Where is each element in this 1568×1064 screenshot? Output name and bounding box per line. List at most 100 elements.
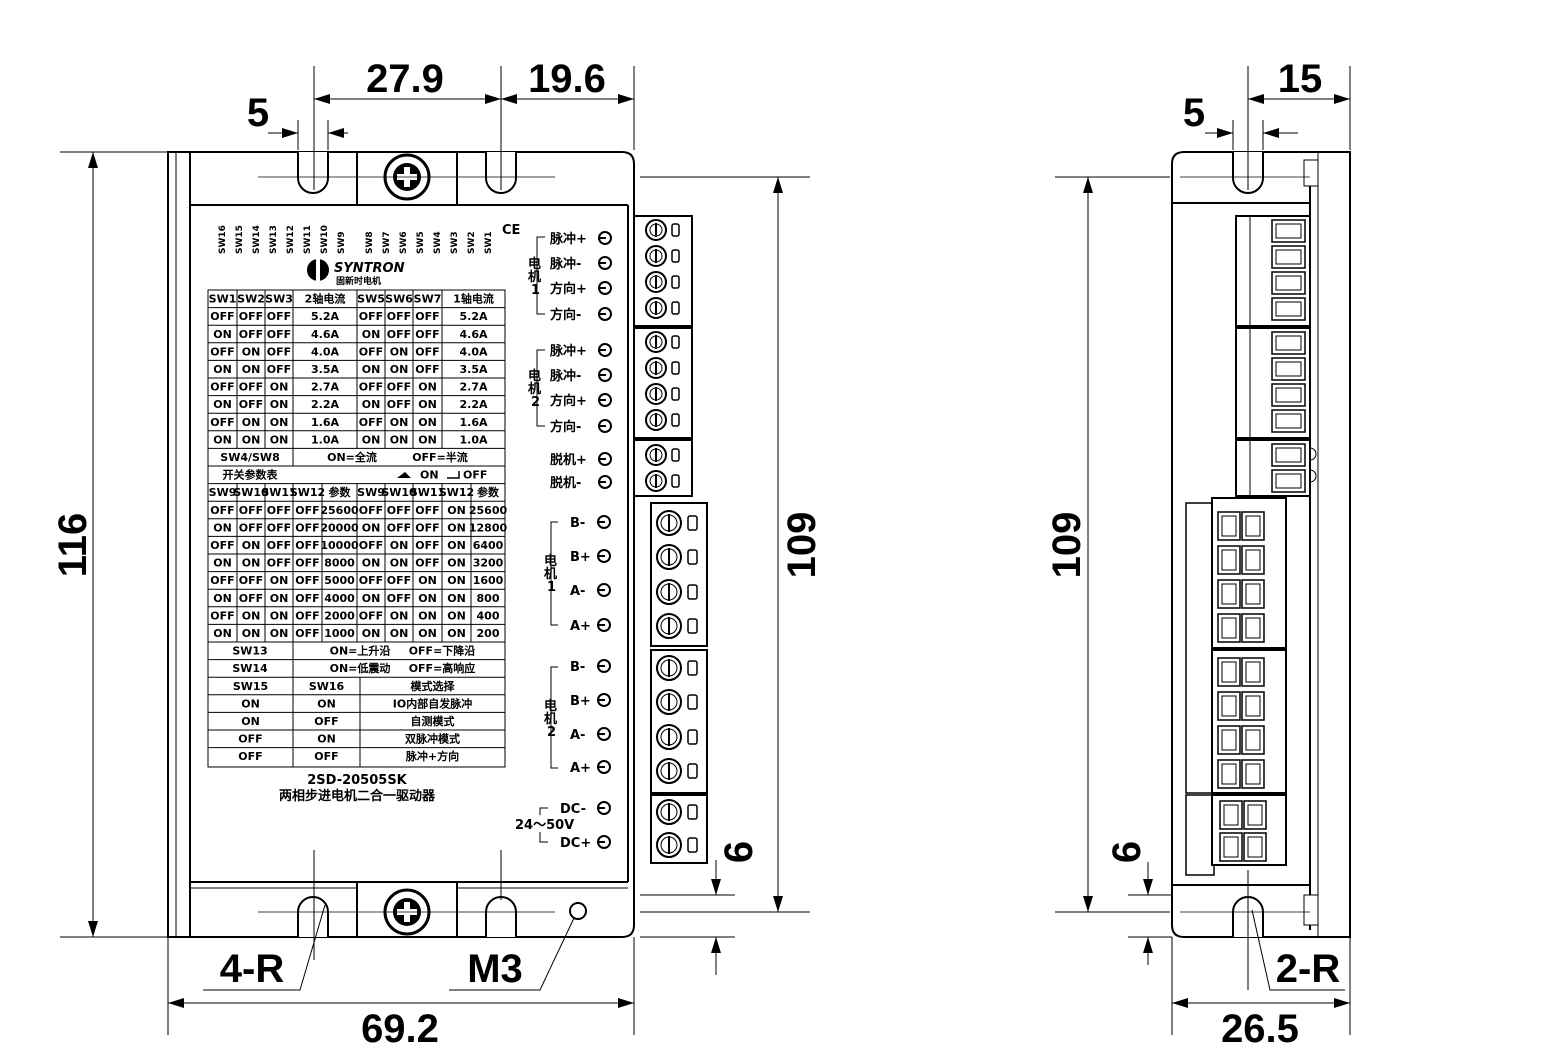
table-cell: ON [213, 328, 232, 341]
pin-label: DC- [560, 802, 586, 817]
table-cell: ON [362, 328, 381, 341]
table-cell: ON [270, 627, 289, 640]
table-cell: OFF [267, 521, 291, 534]
table-header-cell: SW1 [209, 293, 237, 306]
table-cell: OFF [267, 504, 291, 517]
table-cell: OFF [210, 381, 234, 394]
table-cell: 200 [477, 627, 500, 640]
table-cell: ON=全流 [327, 450, 377, 464]
table-cell: ON [418, 381, 437, 394]
table-cell: OFF [314, 715, 338, 728]
table-cell: ON [390, 345, 409, 358]
ce-mark: CE [502, 223, 520, 238]
table-cell: IO内部自发脉冲 [393, 696, 472, 710]
table-header-cell: SW9 [209, 486, 237, 499]
table-header-cell: SW12 [439, 486, 474, 499]
table-cell: 8000 [324, 557, 355, 570]
table-header-cell: SW5 [357, 293, 385, 306]
table-cell: SW13 [232, 645, 267, 658]
table-cell: OFF [387, 574, 411, 587]
pin-label: 脉冲+ [549, 231, 587, 247]
dim-side-radius: 2-R [1276, 947, 1341, 991]
table-cell: 20000 [320, 521, 359, 534]
switch-name: SW7 [382, 231, 392, 254]
table-cell: OFF [415, 521, 439, 534]
table-cell: ON [242, 345, 261, 358]
table-cell: ON [242, 557, 261, 570]
switch-name: SW3 [450, 231, 460, 254]
table-cell: ON [447, 539, 466, 552]
table-cell: OFF [267, 539, 291, 552]
front-arrows [88, 94, 783, 1008]
table-cell: OFF [210, 416, 234, 429]
switch-name: SW4 [433, 231, 443, 254]
pin-label: DC+ [560, 836, 591, 851]
table-cell: ON [418, 609, 437, 622]
dim-side-height: 109 [1045, 512, 1089, 579]
table-cell: OFF [267, 328, 291, 341]
dim-hole-spacing: 27.9 [366, 57, 444, 101]
table-cell: ON [390, 416, 409, 429]
table-cell: OFF [210, 310, 234, 323]
table-cell: OFF [239, 592, 263, 605]
switch-name: SW5 [416, 231, 426, 254]
table-cell: OFF [359, 504, 383, 517]
table-cell: OFF [359, 609, 383, 622]
table-cell: ON [213, 363, 232, 376]
table-cell: ON [213, 627, 232, 640]
table-cell: ON [390, 539, 409, 552]
table-cell: OFF [239, 398, 263, 411]
model-number: 2SD-20505SK [307, 773, 407, 788]
table-cell: ON [447, 627, 466, 640]
table-cell: ON [418, 627, 437, 640]
table-cell: OFF [239, 310, 263, 323]
pin-label: 方向+ [550, 393, 587, 409]
switch-name: SW8 [365, 231, 375, 254]
dim-bottom-slot: 6 [717, 841, 761, 863]
table-cell: ON [317, 733, 336, 746]
dim-screw: M3 [467, 947, 523, 991]
switch-name: SW13 [269, 225, 279, 254]
table-cell: ON [270, 433, 289, 446]
switch-on-icon [397, 472, 411, 478]
table-header-cell: 模式选择 [411, 679, 456, 693]
table-cell: 4000 [324, 592, 355, 605]
table-cell: OFF [387, 592, 411, 605]
table-cell: OFF [295, 539, 319, 552]
table-header-cell: SW10 [233, 486, 269, 499]
table-header-cell: 2轴电流 [305, 292, 346, 306]
table-header-cell: SW16 [309, 680, 345, 693]
pin-label: 方向+ [550, 281, 587, 297]
table-cell: 5.2A [460, 310, 488, 323]
left-flange [167, 151, 191, 938]
table-header-cell: SW11 [410, 486, 445, 499]
pin-label: 方向- [550, 419, 581, 435]
switch-name: SW14 [252, 225, 262, 254]
side-view [1171, 151, 1351, 938]
table-cell: OFF [415, 345, 439, 358]
dim-height-overall: 116 [51, 513, 95, 578]
table-header-cell: 参数 [477, 485, 500, 499]
table-cell: OFF [359, 539, 383, 552]
table-cell: ON [270, 416, 289, 429]
table-cell: 1.0A [311, 433, 339, 446]
table-cell: 1.6A [460, 416, 488, 429]
table-cell: ON [447, 521, 466, 534]
table-cell: 25600 [320, 504, 359, 517]
table-cell: ON [362, 433, 381, 446]
product-name: 两相步进电机二合一驱动器 [279, 788, 436, 804]
table-header-cell: SW10 [381, 486, 417, 499]
table-cell: 开关参数表 [223, 468, 279, 482]
switch-name: SW9 [337, 231, 347, 254]
table-header-cell: SW12 [290, 486, 325, 499]
front-dimensions [60, 66, 810, 1035]
table-cell: 3200 [473, 557, 504, 570]
switch-name: SW1 [484, 231, 494, 254]
table-cell: ON [213, 557, 232, 570]
table-cell: OFF [387, 310, 411, 323]
table-cell: ON [213, 398, 232, 411]
switch-names: SW16 SW15 SW14 SW13 SW12 SW11 SW10 SW9 S… [218, 225, 494, 254]
